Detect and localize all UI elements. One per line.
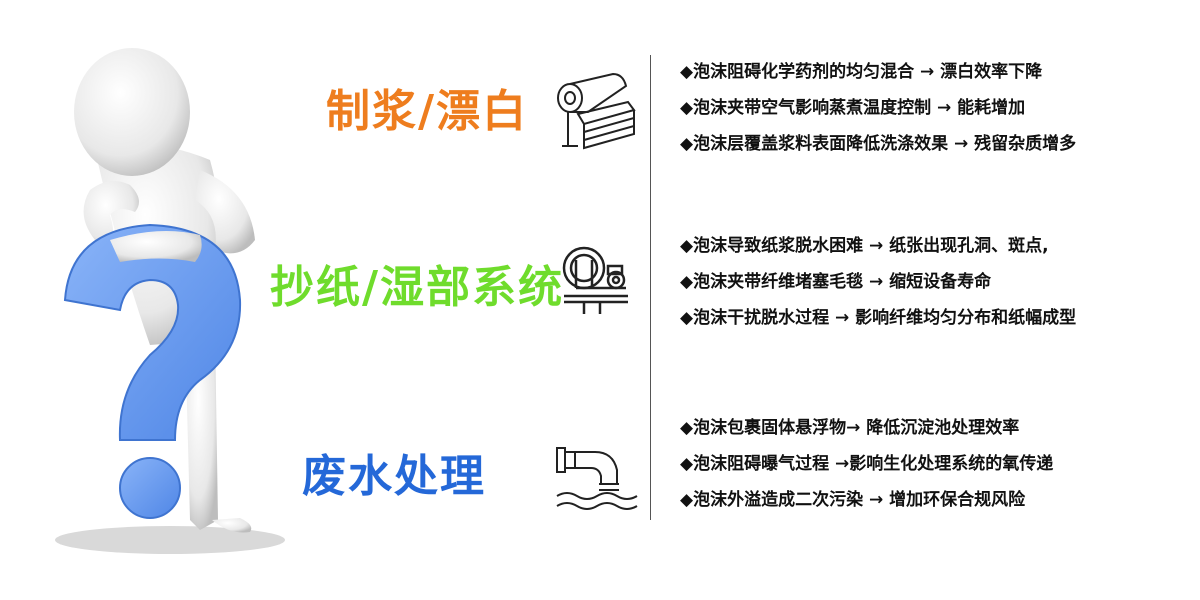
category-title-wastewater-treatment: 废水处理 <box>302 451 486 502</box>
category-title-pulp-bleaching: 制浆/漂白 <box>326 86 529 137</box>
list-item: ◆泡沫夹带纤维堵塞毛毯 → 缩短设备寿命 <box>680 272 992 292</box>
bullet-list-papermaking: ◆泡沫导致纸浆脱水困难 → 纸张出现孔洞、斑点, ◆泡沫夹带纤维堵塞毛毯 → 缩… <box>680 228 1076 336</box>
vertical-divider <box>650 55 651 520</box>
bullet-list-wastewater: ◆泡沫包裹固体悬浮物→ 降低沉淀池处理效率 ◆泡沫阻碍曝气过程 →影响生化处理系… <box>680 410 1053 518</box>
list-item: ◆泡沫导致纸浆脱水困难 → 纸张出现孔洞、斑点, <box>680 236 1049 256</box>
wastewater-pipe-icon <box>556 447 638 510</box>
thinking-person-question-mark-icon <box>55 48 285 554</box>
list-item: ◆泡沫外溢造成二次污染 → 增加环保合规风险 <box>680 490 1026 510</box>
list-item: ◆泡沫包裹固体悬浮物→ 降低沉淀池处理效率 <box>680 418 1020 438</box>
list-item: ◆泡沫层覆盖浆料表面降低洗涤效果 → 残留杂质增多 <box>680 134 1077 154</box>
list-item: ◆泡沫阻碍曝气过程 →影响生化处理系统的氧传递 <box>680 454 1054 474</box>
list-item: ◆泡沫干扰脱水过程 → 影响纤维均匀分布和纸幅成型 <box>680 308 1077 328</box>
pulp-roll-icon <box>557 72 636 150</box>
list-item: ◆泡沫夹带空气影响蒸煮温度控制 → 能耗增加 <box>680 98 1026 118</box>
list-item: ◆泡沫阻碍化学药剂的均匀混合 → 漂白效率下降 <box>680 62 1043 82</box>
bullet-list-pulp-bleaching: ◆泡沫阻碍化学药剂的均匀混合 → 漂白效率下降 ◆泡沫夹带空气影响蒸煮温度控制 … <box>680 54 1076 162</box>
paper-machine-icon <box>562 246 628 314</box>
category-title-papermaking-wet-end: 抄纸/湿部系统 <box>270 262 565 313</box>
